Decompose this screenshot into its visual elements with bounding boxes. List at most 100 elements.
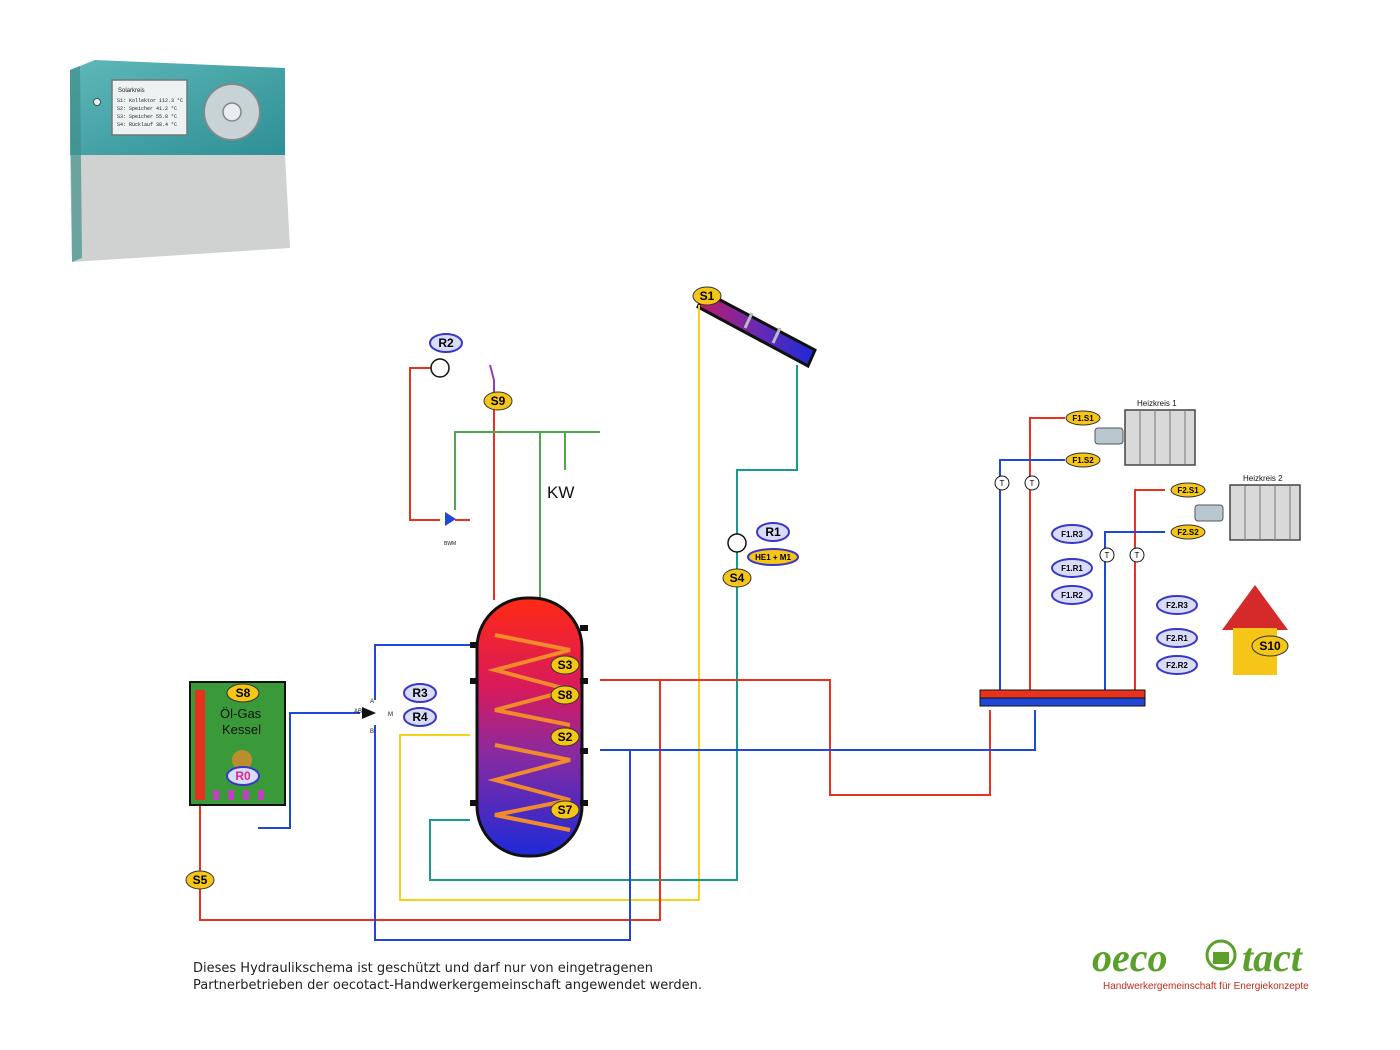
label-f1s1: F1.S1 bbox=[1065, 410, 1101, 426]
controller-dial-center[interactable] bbox=[222, 102, 242, 122]
controller-display-row: S4: Rücklauf 38.4 °C bbox=[117, 122, 177, 128]
heizkreis-2-title: Heizkreis 2 bbox=[1243, 474, 1283, 483]
controller-display-title: Solarkreis bbox=[118, 88, 145, 94]
radiator-2-icon bbox=[1229, 484, 1301, 541]
label-r4: R4 bbox=[403, 707, 437, 727]
heizkreis-1-title: Heizkreis 1 bbox=[1137, 399, 1177, 408]
label-b: B bbox=[370, 729, 374, 735]
svg-text:T: T bbox=[1000, 479, 1005, 488]
house-icon bbox=[1222, 585, 1288, 675]
svg-text:T: T bbox=[1105, 551, 1110, 560]
controller-led bbox=[93, 98, 101, 106]
label-s8-tank: S8 bbox=[550, 685, 580, 705]
svg-text:R4: R4 bbox=[412, 710, 428, 724]
label-f1s2: F1.S2 bbox=[1065, 452, 1101, 468]
svg-text:R0: R0 bbox=[235, 769, 251, 783]
svg-text:T: T bbox=[1030, 479, 1035, 488]
copyright-line-2: Partnerbetrieben der oecotact-Handwerker… bbox=[193, 978, 702, 993]
controller-display bbox=[111, 79, 188, 136]
svg-text:S9: S9 bbox=[491, 394, 506, 408]
svg-text:F2.R3: F2.R3 bbox=[1166, 601, 1188, 610]
label-s9: S9 bbox=[483, 391, 513, 411]
label-f1r3: F1.R3 bbox=[1051, 524, 1093, 544]
tank-heat-exchanger-upper bbox=[487, 633, 578, 727]
label-m: M bbox=[388, 712, 393, 718]
svg-text:S1: S1 bbox=[700, 289, 715, 303]
radiator-1-icon bbox=[1124, 409, 1196, 466]
mixing-valve-icon bbox=[362, 707, 376, 719]
label-f2r1: F2.R1 bbox=[1156, 628, 1198, 648]
boiler-label-line1: Öl-Gas bbox=[220, 706, 262, 721]
svg-text:F1.S2: F1.S2 bbox=[1072, 456, 1094, 465]
label-bwm: BWM bbox=[444, 541, 456, 547]
heating-manifold bbox=[979, 689, 1146, 707]
logo-word-oeco: oeco bbox=[1092, 935, 1168, 980]
label-f2s1: F2.S1 bbox=[1170, 482, 1206, 498]
label-kw: KW bbox=[547, 483, 574, 502]
boiler: Öl-Gas Kessel bbox=[189, 681, 286, 806]
svg-text:F1.R1: F1.R1 bbox=[1061, 564, 1083, 573]
svg-text:S5: S5 bbox=[193, 873, 208, 887]
logo-house-icon bbox=[1205, 939, 1237, 971]
label-r0: R0 bbox=[226, 766, 260, 786]
svg-text:F2.R2: F2.R2 bbox=[1166, 661, 1188, 670]
label-s1: S1 bbox=[692, 286, 722, 306]
svg-text:S8: S8 bbox=[236, 686, 251, 700]
label-f1r2: F1.R2 bbox=[1051, 585, 1093, 605]
controller-display-row: S3: Speicher 55.8 °C bbox=[117, 114, 177, 120]
label-s5: S5 bbox=[185, 870, 215, 890]
svg-text:S8: S8 bbox=[558, 688, 573, 702]
copyright-notice: Dieses Hydraulikschema ist geschützt und… bbox=[193, 960, 793, 994]
svg-text:R3: R3 bbox=[412, 686, 428, 700]
svg-text:S3: S3 bbox=[558, 658, 573, 672]
svg-text:R1: R1 bbox=[765, 525, 781, 539]
label-f1r1: F1.R1 bbox=[1051, 558, 1093, 578]
pump-r2-icon bbox=[430, 358, 450, 378]
solar-controller: Solarkreis bbox=[70, 60, 290, 262]
svg-text:F2.S2: F2.S2 bbox=[1177, 528, 1199, 537]
label-s8-boiler: S8 bbox=[226, 683, 260, 703]
svg-text:R2: R2 bbox=[438, 336, 454, 350]
thermostat-2-icon bbox=[1194, 504, 1224, 522]
svg-text:S4: S4 bbox=[730, 571, 745, 585]
boiler-label-line2: Kessel bbox=[222, 722, 261, 737]
logo-tagline: Handwerkergemeinschaft für Energiekonzep… bbox=[1103, 981, 1309, 992]
sensor-labels: S1 S9 S4 S3 S8 S2 S7 S8 S5 S10 R2 R1 R3 … bbox=[185, 286, 1289, 890]
controller-display-row: S1: Kollektor 112.3 °C bbox=[117, 98, 183, 104]
label-s10: S10 bbox=[1251, 635, 1289, 657]
svg-text:F1.R3: F1.R3 bbox=[1061, 530, 1083, 539]
label-r2: R2 bbox=[429, 333, 463, 353]
label-he1-m1: HE1 + M1 bbox=[747, 548, 799, 566]
label-s7: S7 bbox=[550, 800, 580, 820]
controller-display-row: S2: Speicher 41.2 °C bbox=[117, 106, 177, 112]
svg-text:S7: S7 bbox=[558, 803, 573, 817]
svg-text:F1.S1: F1.S1 bbox=[1072, 414, 1094, 423]
svg-text:T: T bbox=[1135, 551, 1140, 560]
burner-flames-icon bbox=[213, 790, 264, 800]
thermostat-1-icon bbox=[1094, 427, 1124, 445]
pump-r1-icon bbox=[727, 533, 747, 553]
svg-text:S10: S10 bbox=[1259, 639, 1281, 653]
label-s3: S3 bbox=[550, 655, 580, 675]
pipes bbox=[199, 305, 1165, 941]
logo-word-tact: tact bbox=[1242, 935, 1304, 980]
svg-text:HE1 + M1: HE1 + M1 bbox=[755, 553, 791, 562]
tank-heat-exchanger-lower bbox=[487, 743, 571, 832]
label-f2r3: F2.R3 bbox=[1156, 595, 1198, 615]
thermometer-icons: T T T T bbox=[994, 475, 1145, 563]
label-f2s2: F2.S2 bbox=[1170, 524, 1206, 540]
label-s4: S4 bbox=[722, 568, 752, 588]
small-labels: HE1 + M1 F1.S1 F1.S2 F2.S1 F2.S2 F1.R3 F… bbox=[747, 410, 1206, 675]
bwm-valve-icon bbox=[445, 512, 456, 526]
label-r3: R3 bbox=[403, 683, 437, 703]
svg-text:F2.R1: F2.R1 bbox=[1166, 634, 1188, 643]
burner-r0-icon bbox=[232, 750, 252, 770]
label-a: A bbox=[370, 699, 374, 705]
oecotact-logo: oeco tact Handwerkergemeinschaft für Ene… bbox=[1092, 935, 1309, 992]
svg-text:S2: S2 bbox=[558, 730, 573, 744]
label-f2r2: F2.R2 bbox=[1156, 655, 1198, 675]
svg-text:F1.R2: F1.R2 bbox=[1061, 591, 1083, 600]
label-s2: S2 bbox=[550, 727, 580, 747]
copyright-line-1: Dieses Hydraulikschema ist geschützt und… bbox=[193, 961, 653, 976]
